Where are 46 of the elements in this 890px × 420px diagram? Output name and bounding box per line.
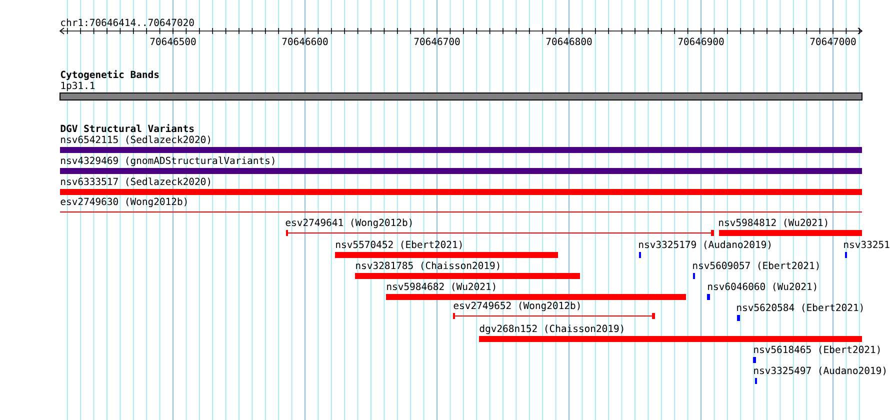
node-label: esv2749652 (Wong2012b) (454, 302, 580, 312)
cytoband-bar: 1p31.1 (60, 82, 863, 100)
node-label: nsv5609057 (Ebert2021) (693, 262, 819, 270)
variant-feature: esv2749641 (Wong2012b) (286, 218, 714, 236)
node-label: nsv3325179 (Audano2019) (639, 240, 771, 250)
tick-label: 70646700 (414, 38, 460, 46)
variant-feature: nsv5618465 (Ebert2021) (753, 346, 880, 363)
variant-feature: nsv5609057 (Ebert2021) (693, 262, 819, 279)
node-label: nsv33251 (844, 240, 890, 248)
node-label: nsv5620584 (Ebert2021) (737, 304, 863, 312)
variant-feature: nsv6542115 (Sedlazeck2020) (60, 136, 862, 153)
tick-label: 70646800 (546, 38, 592, 46)
node-label: nsv5618465 (Ebert2021) (754, 346, 880, 354)
node-label: esv2749641 (Wong2012b) (286, 218, 412, 228)
tick-label: 70647000 (810, 38, 856, 46)
node-label: nsv5984812 (Wu2021) (719, 218, 828, 228)
variant-feature: dgv268n152 (Chaisson2019) (479, 324, 862, 342)
variant-feature: nsv33251 (844, 240, 890, 258)
node-label: nsv3325497 (Audano2019) (754, 366, 886, 376)
node-label: 1p31.1 (61, 82, 95, 92)
variant-feature: nsv5984812 (Wu2021) (719, 218, 862, 236)
variant-feature: nsv3325497 (Audano2019) (754, 366, 886, 384)
track-heading: DGV Structural Variants (60, 124, 194, 132)
node-label: nsv5984682 (Wu2021) (387, 282, 496, 292)
variant-feature: nsv3325179 (Audano2019) (639, 240, 770, 258)
variant-feature: nsv5984682 (Wu2021) (386, 282, 686, 300)
variant-feature: nsv5570452 (Ebert2021) (335, 240, 558, 258)
variant-feature: esv2749630 (Wong2012b) (60, 198, 863, 212)
node-label: nsv6542115 (Sedlazeck2020) (61, 136, 210, 144)
variant-feature: esv2749652 (Wong2012b) (452, 302, 656, 319)
locus-title: chr1:70646414..70647020 (61, 18, 194, 26)
track-heading: Cytogenetic Bands (60, 70, 159, 80)
variant-feature: nsv6046060 (Wu2021) (707, 282, 816, 300)
variant-feature: nsv5620584 (Ebert2021) (737, 304, 863, 321)
node-label: nsv4329469 (gnomADStructuralVariants) (61, 156, 274, 166)
variant-feature: nsv4329469 (gnomADStructuralVariants) (60, 156, 862, 174)
variant-feature: nsv3281785 (Chaisson2019) (355, 262, 580, 279)
node-label: nsv6046060 (Wu2021) (708, 282, 816, 292)
tick-label: 70646900 (678, 38, 724, 46)
variant-feature: nsv6333517 (Sedlazeck2020) (60, 178, 862, 195)
node-label: nsv5570452 (Ebert2021) (336, 240, 462, 250)
node-label: dgv268n152 (Chaisson2019) (480, 324, 624, 334)
tick-label: 70646600 (282, 38, 328, 46)
tick-label: 70646500 (150, 38, 196, 46)
node-label: nsv6333517 (Sedlazeck2020) (61, 178, 210, 186)
node-label: nsv3281785 (Chaisson2019) (356, 262, 500, 270)
